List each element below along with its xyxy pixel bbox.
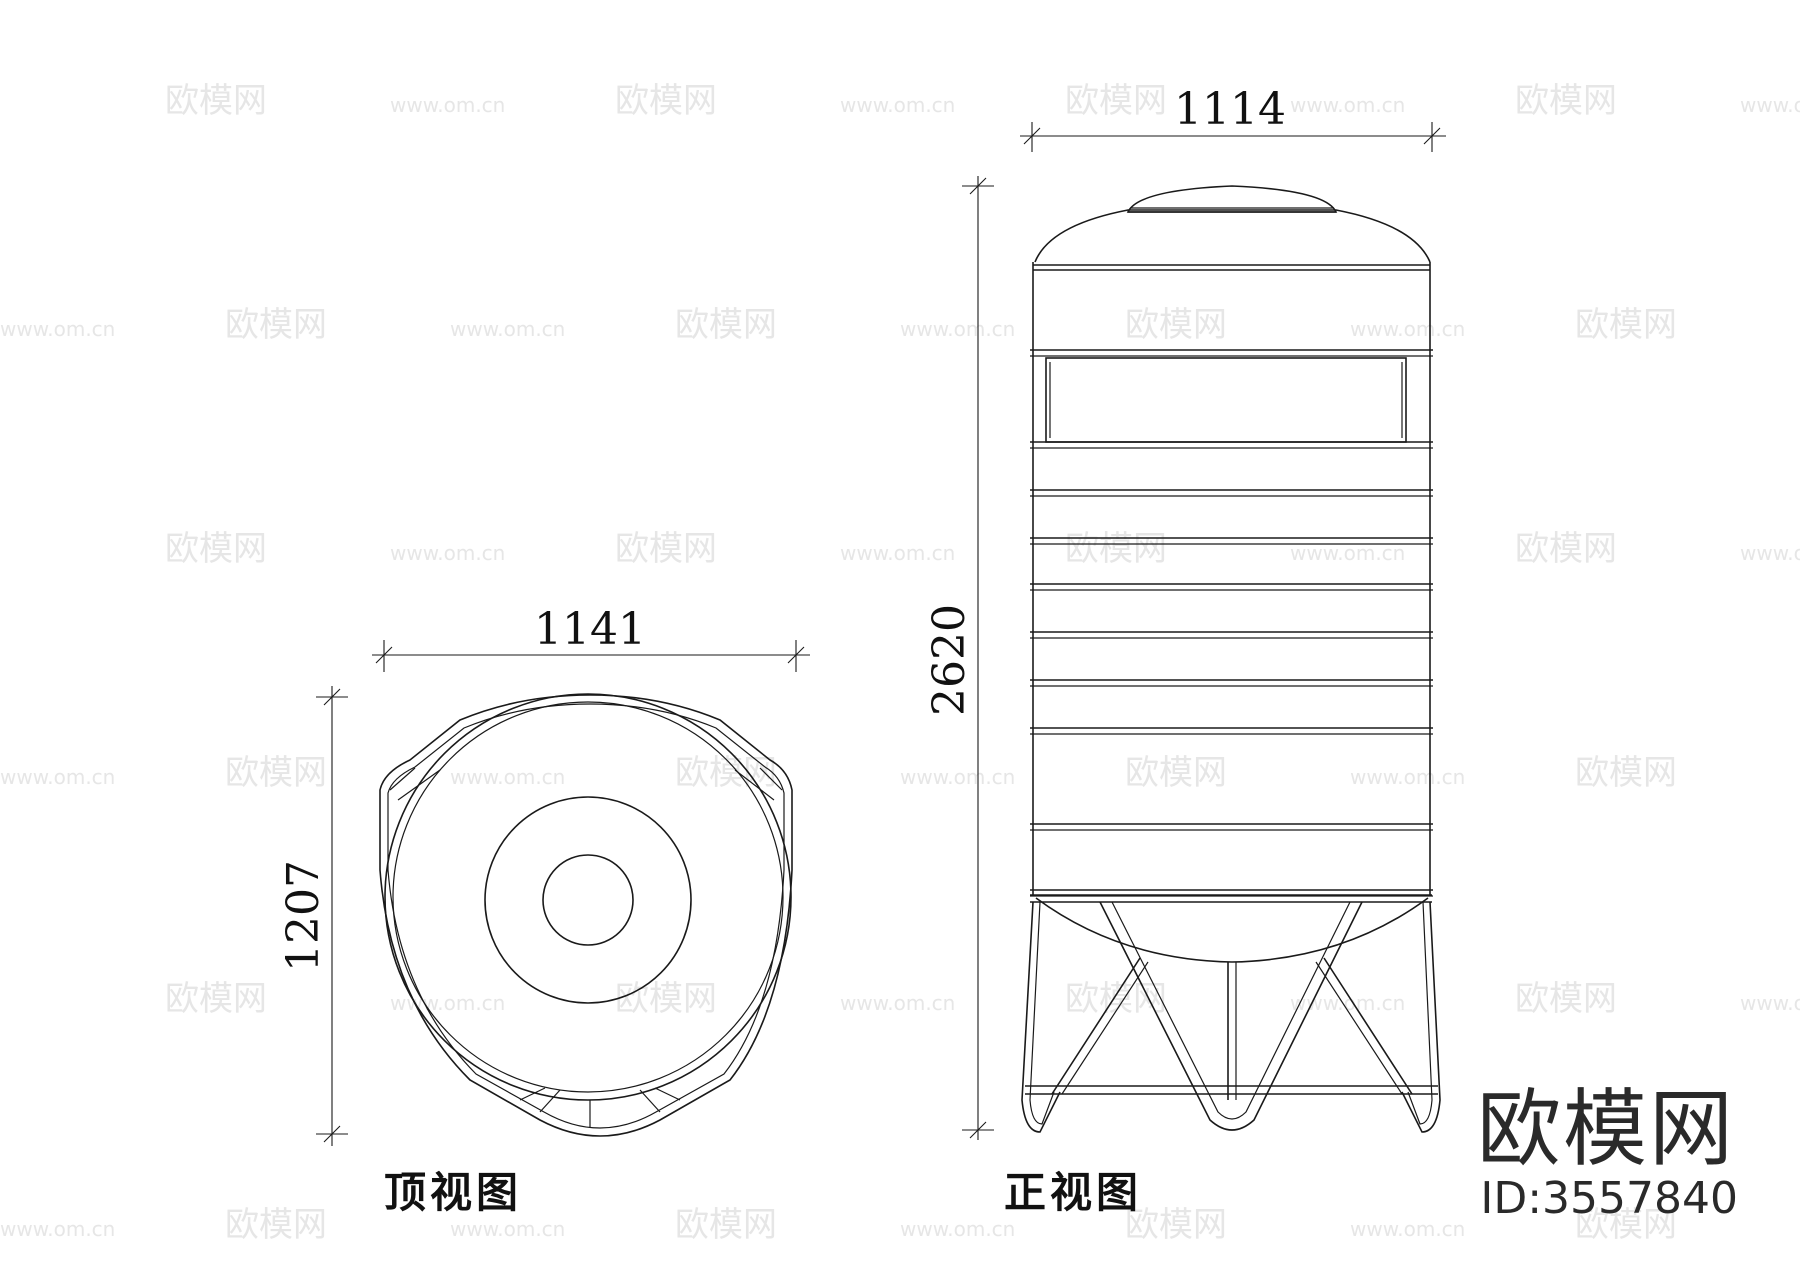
brand-id: ID:3557840	[1480, 1173, 1738, 1224]
watermark-tile: www.om.cn	[390, 991, 505, 1015]
watermark-tile: 欧模网	[1515, 979, 1617, 1019]
watermark-tile: 欧模网	[225, 305, 327, 345]
watermark-tile: www.om.cn	[1740, 991, 1800, 1015]
watermark-tile: www.om.cn	[840, 541, 955, 565]
watermark-tile: www.om.cn	[1740, 541, 1800, 565]
watermark-tile: www.om.cn	[900, 1217, 1015, 1241]
front-view-tank-bottom	[1030, 894, 1432, 963]
watermark-tile: 欧模网	[615, 81, 717, 121]
watermark-tile: www.om.cn	[1350, 317, 1465, 341]
watermark-tile: www.om.cn	[840, 991, 955, 1015]
watermark-tile: 欧模网	[615, 979, 717, 1019]
watermark-tile: 欧模网	[225, 1205, 327, 1245]
front-view: 1114 2620	[924, 84, 1446, 1217]
watermark-tile: 欧模网	[1575, 753, 1677, 793]
watermark-tiles: 欧模网 www.om.cn 欧模网 www.om.cn 欧模网 www.om.cn 欧模网 w…	[0, 81, 1800, 1245]
front-view-width-label: 1114	[1174, 84, 1286, 135]
watermark-tile: 欧模网	[675, 1205, 777, 1245]
watermark-tile: 欧模网	[165, 529, 267, 569]
watermark-tile: 欧模网	[1125, 305, 1227, 345]
watermark-tile: 欧模网	[1065, 81, 1167, 121]
watermark-tile: 欧模网	[1515, 81, 1617, 121]
watermark-tile: www.om.cn	[1290, 541, 1405, 565]
watermark-tile: www.om.cn	[0, 765, 115, 789]
watermark-tile: www.om.cn	[390, 93, 505, 117]
watermark-tile: www.om.cn	[900, 765, 1015, 789]
watermark-tile: www.om.cn	[0, 317, 115, 341]
watermark-tile: www.om.cn	[900, 317, 1015, 341]
front-view-caption: 正视图	[1004, 1168, 1142, 1217]
watermark-tile: 欧模网	[1575, 1205, 1677, 1245]
watermark-tile: www.om.cn	[450, 317, 565, 341]
watermark-tile: 欧模网	[225, 753, 327, 793]
watermark-tile: 欧模网	[1065, 529, 1167, 569]
watermark-tile: 欧模网	[1125, 1205, 1227, 1245]
top-view-width-label: 1141	[534, 604, 646, 655]
front-view-height-label: 2620	[924, 604, 975, 716]
watermark-tile: www.om.cn	[1350, 1217, 1465, 1241]
watermark-tile: 欧模网	[675, 305, 777, 345]
watermark-tile: 欧模网	[165, 81, 267, 121]
watermark-tile: www.om.cn	[390, 541, 505, 565]
watermark-tile: www.om.cn	[1290, 93, 1405, 117]
top-view-width-dimension: 1141	[372, 604, 810, 672]
front-view-tank-body	[1032, 262, 1431, 895]
watermark-tile: 欧模网	[1065, 979, 1167, 1019]
watermark-tile: 欧模网	[165, 979, 267, 1019]
front-view-width-dimension: 1114	[1020, 84, 1446, 152]
front-view-height-dimension: 2620	[924, 176, 994, 1140]
brand-name: 欧模网	[1477, 1080, 1735, 1178]
watermark-tile: 欧模网	[1515, 529, 1617, 569]
watermark-tile: www.om.cn	[1740, 93, 1800, 117]
watermark-tile: 欧模网	[1575, 305, 1677, 345]
watermark-tile: www.om.cn	[450, 1217, 565, 1241]
top-view-caption: 顶视图	[384, 1168, 522, 1217]
watermark-tile: 欧模网	[615, 529, 717, 569]
front-view-tank-hoops	[1030, 349, 1433, 897]
watermark-tile: www.om.cn	[450, 765, 565, 789]
watermark-tile: www.om.cn	[0, 1217, 115, 1241]
top-view-tank	[384, 693, 792, 1101]
watermark-tile: www.om.cn	[1350, 765, 1465, 789]
front-view-support-stand	[1021, 901, 1441, 1133]
watermark-tile: www.om.cn	[840, 93, 955, 117]
top-view-height-label: 1207	[278, 860, 329, 972]
watermark-tile: 欧模网	[1125, 753, 1227, 793]
top-view-height-dimension: 1207	[278, 686, 348, 1146]
brand-watermark: 欧模网 ID:3557840	[1477, 1080, 1738, 1224]
top-view: 1141 1207	[278, 604, 810, 1217]
top-view-support-frame	[379, 694, 793, 1137]
front-view-tank-dome	[1034, 185, 1431, 263]
